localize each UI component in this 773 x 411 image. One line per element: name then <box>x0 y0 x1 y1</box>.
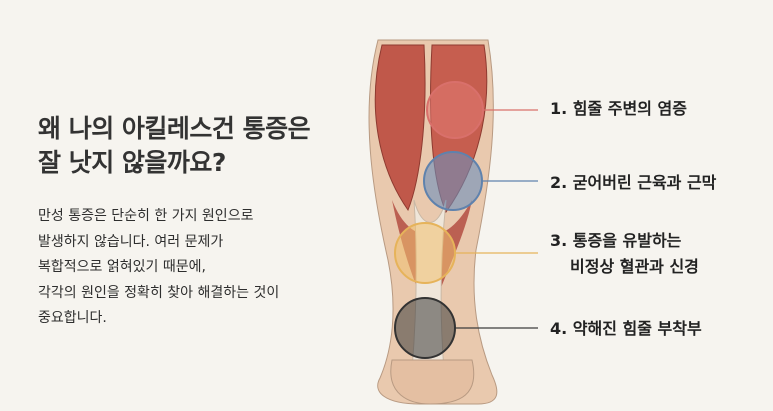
cause-label-text: 1. 힘줄 주변의 염증 <box>550 99 687 118</box>
description-line: 만성 통증은 단순히 한 가지 원인으로 <box>38 208 254 224</box>
highlight-circle-vessels <box>394 222 456 284</box>
description: 만성 통증은 단순히 한 가지 원인으로 발생하지 않습니다. 여러 문제가 복… <box>38 204 279 332</box>
heel <box>390 359 475 405</box>
cause-label-text: 4. 약해진 힘줄 부착부 <box>550 319 702 338</box>
description-line: 발생하지 않습니다. 여러 문제가 <box>38 233 224 250</box>
highlight-circle-insertion <box>394 297 456 359</box>
cause-label-4: 4. 약해진 힘줄 부착부 <box>550 316 702 342</box>
cause-label-text: 3. 통증을 유발하는 <box>550 231 682 250</box>
cause-label-text-line2: 비정상 혈관과 신경 <box>570 257 699 276</box>
title-line-2: 잘 낫지 않을까요? <box>38 148 226 177</box>
cause-label-1: 1. 힘줄 주변의 염증 <box>550 96 687 122</box>
description-line: 각각의 원인을 정확히 찾아 해결하는 것이 <box>38 284 280 301</box>
description-line: 중요합니다. <box>38 310 107 326</box>
highlight-circle-inflammation <box>426 81 484 139</box>
gastrocnemius-medial <box>374 44 426 212</box>
cause-label-3: 3. 통증을 유발하는 비정상 혈관과 신경 <box>550 228 699 280</box>
page-title: 왜 나의 아킬레스건 통증은 잘 낫지 않을까요? <box>38 112 311 180</box>
cause-label-text: 2. 굳어버린 근육과 근막 <box>550 173 717 192</box>
description-line: 복합적으로 얽혀있기 때문에, <box>38 259 206 275</box>
cause-label-2: 2. 굳어버린 근육과 근막 <box>550 170 716 196</box>
highlight-circle-muscle <box>423 151 483 211</box>
title-line-1: 왜 나의 아킬레스건 통증은 <box>38 114 311 143</box>
